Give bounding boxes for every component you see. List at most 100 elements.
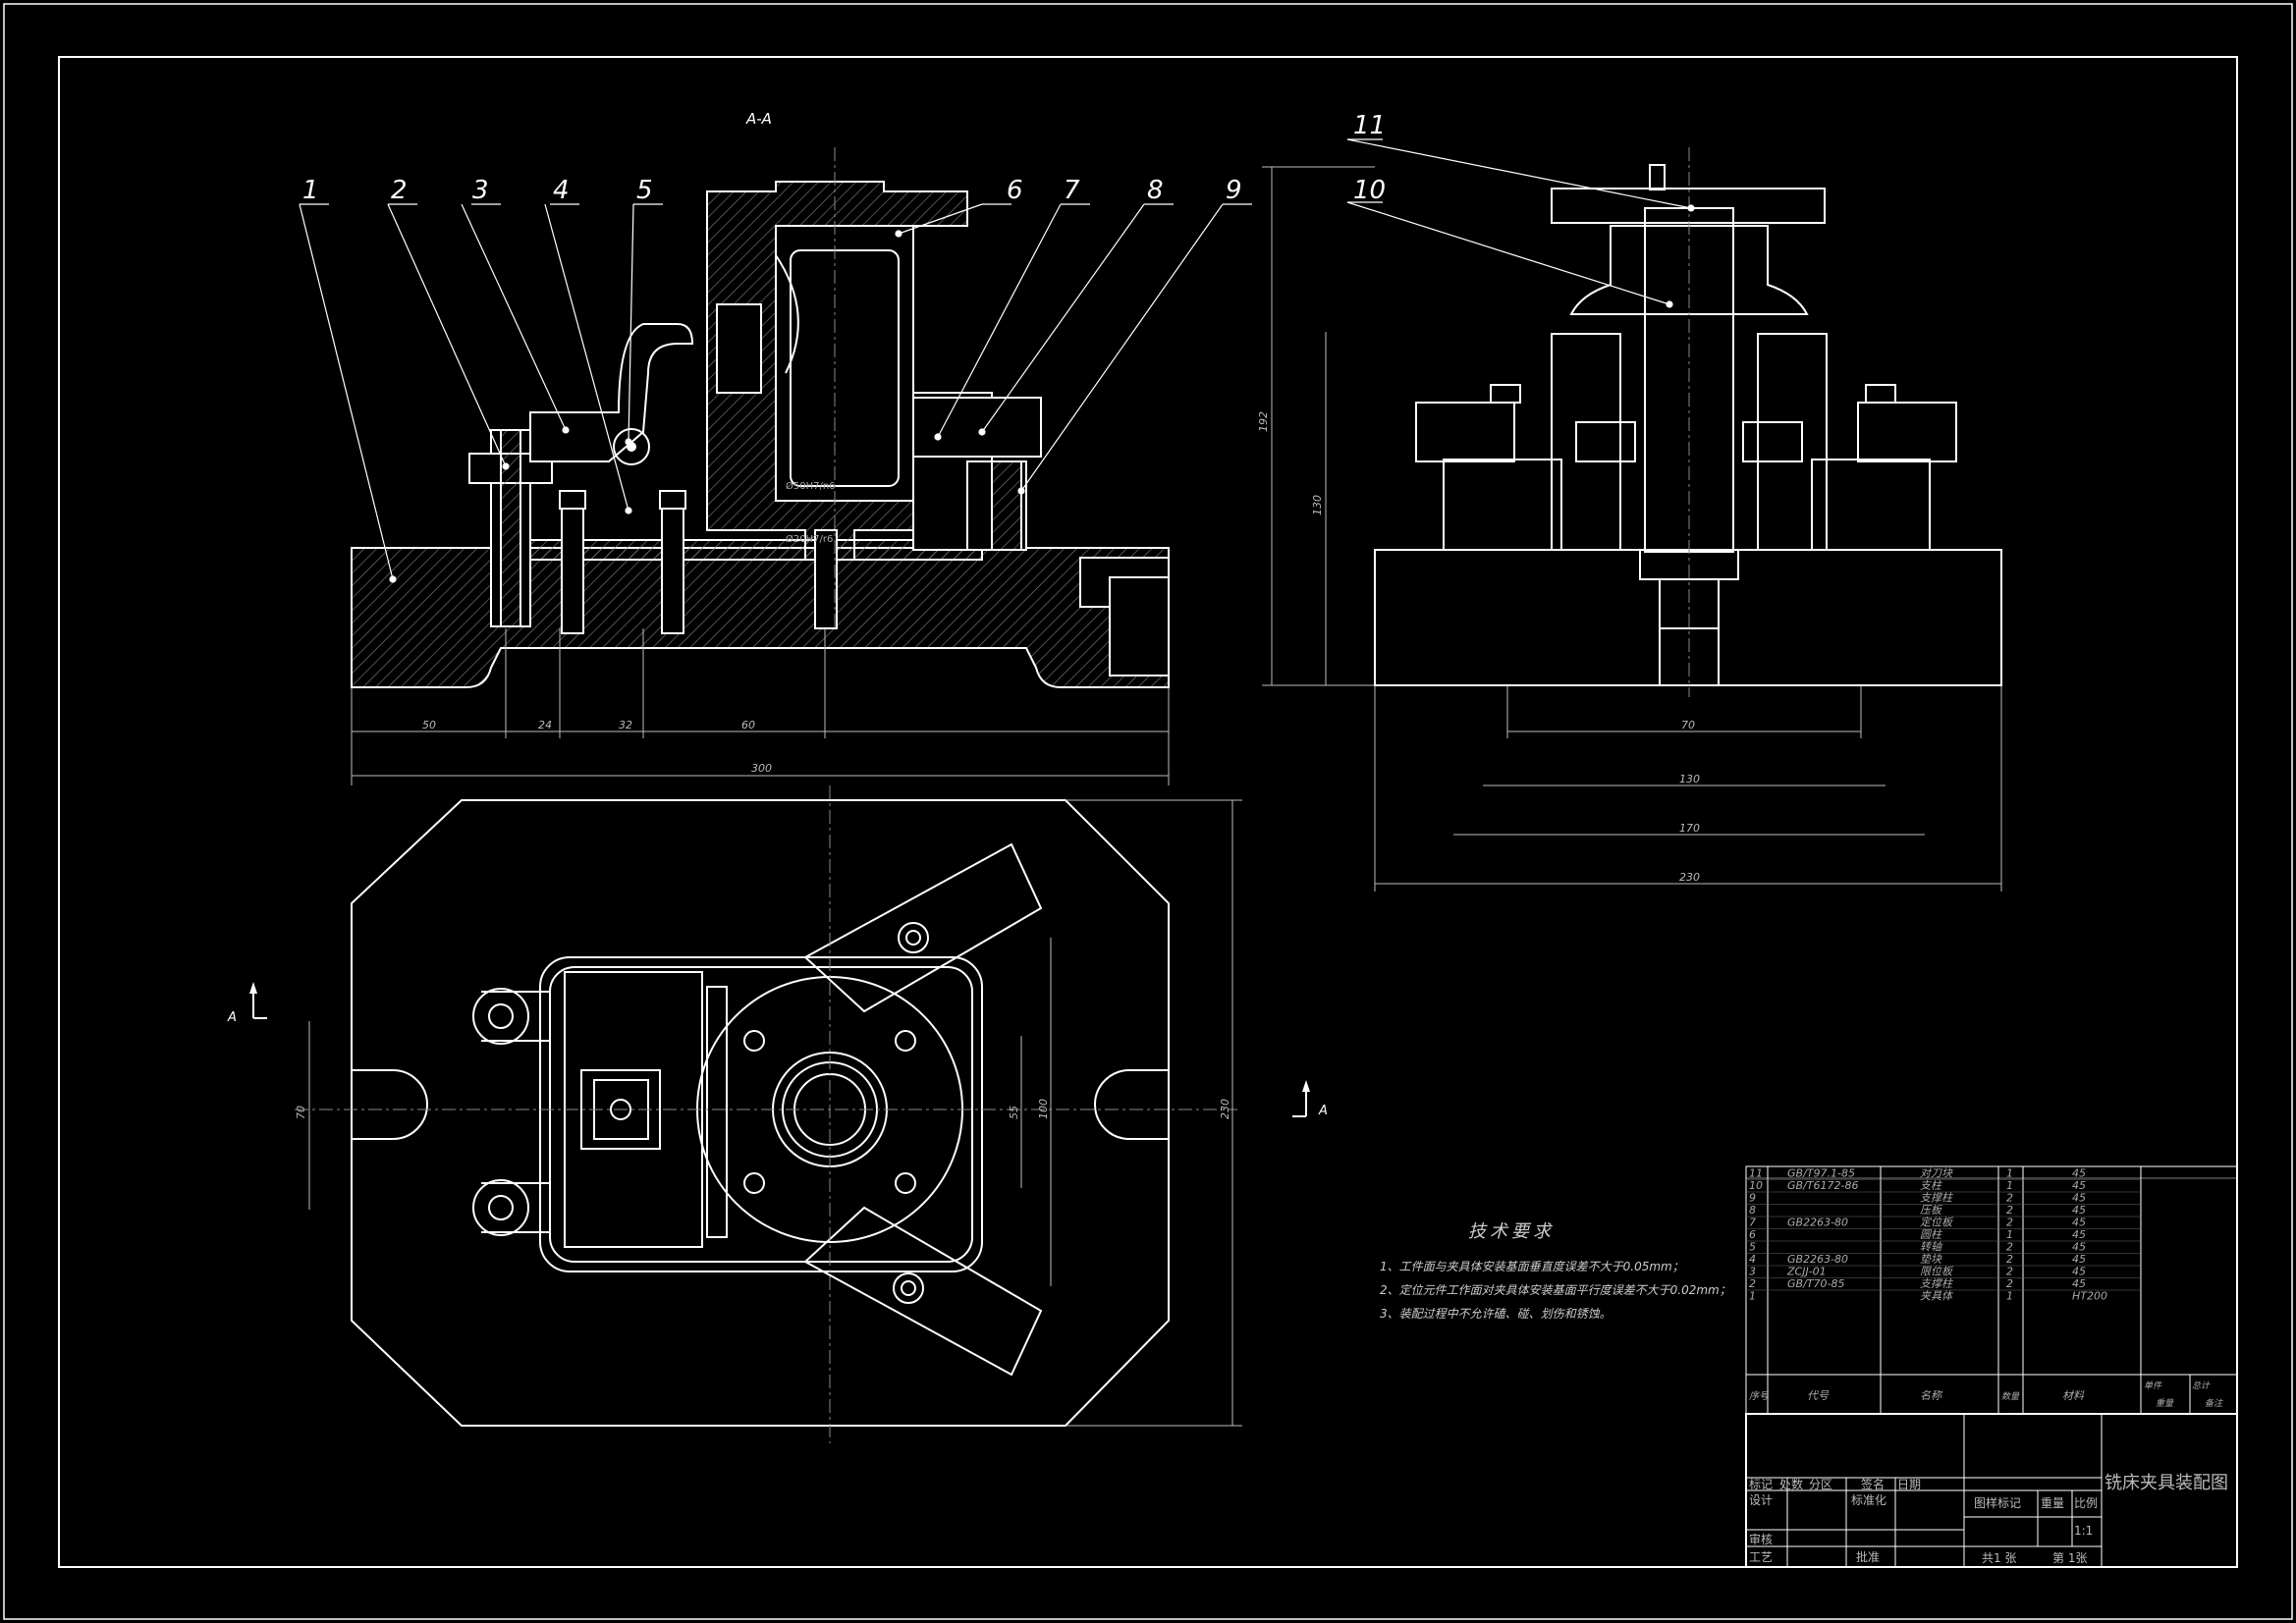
svg-text:设计: 设计 <box>1749 1493 1773 1507</box>
svg-text:170: 170 <box>1679 822 1700 835</box>
svg-text:55: 55 <box>1008 1106 1020 1119</box>
bom-cell-no: 10 <box>1749 1179 1763 1192</box>
svg-text:230: 230 <box>1219 1099 1231 1119</box>
bom-cell-name: 定位板 <box>1920 1217 1954 1229</box>
bom-cell-mat: 45 <box>2072 1192 2086 1205</box>
section-markers: A A <box>227 982 1328 1118</box>
balloon-6: 6 <box>1007 176 1023 205</box>
bom-cell-name: 支撑柱 <box>1920 1192 1954 1205</box>
svg-text:图样标记: 图样标记 <box>1974 1495 2021 1510</box>
svg-text:审核: 审核 <box>1749 1532 1773 1546</box>
bom-cell-name: 夹具体 <box>1920 1290 1954 1303</box>
svg-text:1:1: 1:1 <box>2074 1524 2093 1538</box>
bom-cell-mat: 45 <box>2072 1253 2086 1266</box>
svg-text:重量: 重量 <box>2156 1398 2174 1409</box>
bom-cell-name: 压板 <box>1920 1204 1943 1217</box>
svg-text:名称: 名称 <box>1920 1389 1943 1402</box>
tech-req-line-1: 1、工件面与夹具体安装基面垂直度误差不大于0.05mm； <box>1380 1260 1684 1273</box>
svg-text:处数: 处数 <box>1779 1477 1803 1491</box>
section-mark-right: A <box>1318 1104 1328 1118</box>
bom-cell-no: 9 <box>1749 1192 1756 1205</box>
bom-cell-no: 11 <box>1749 1167 1763 1180</box>
bom-cell-name: 对刀块 <box>1920 1167 1953 1180</box>
svg-text:230: 230 <box>1679 871 1700 884</box>
balloon-1: 1 <box>302 176 319 205</box>
svg-text:重量: 重量 <box>2041 1496 2064 1510</box>
section-label: A-A <box>745 110 772 128</box>
svg-text:数量: 数量 <box>2001 1391 2020 1402</box>
svg-text:300: 300 <box>751 762 772 775</box>
bom-cell-mat: 45 <box>2072 1167 2086 1180</box>
svg-text:单件: 单件 <box>2144 1380 2162 1391</box>
bom-cell-qty: 2 <box>2006 1277 2013 1290</box>
svg-text:130: 130 <box>1679 773 1700 785</box>
technical-requirements: 技术要求 1、工件面与夹具体安装基面垂直度误差不大于0.05mm； 2、定位元件… <box>1380 1221 1731 1321</box>
svg-text:70: 70 <box>1681 719 1695 731</box>
bom-cell-code: GB/T70-85 <box>1787 1277 1844 1290</box>
bom-cell-qty: 2 <box>2006 1217 2013 1229</box>
svg-text:第 1张: 第 1张 <box>2052 1551 2087 1565</box>
svg-text:序号: 序号 <box>1749 1390 1770 1402</box>
balloon-leaders-front <box>299 203 1252 583</box>
bom-cell-name: 圆柱 <box>1920 1228 1943 1241</box>
section-mark-left: A <box>227 1010 237 1025</box>
balloon-9: 9 <box>1226 176 1242 205</box>
svg-text:备注: 备注 <box>2205 1398 2223 1409</box>
balloon-3: 3 <box>472 176 489 205</box>
plan-view <box>295 785 1237 1443</box>
bom-cell-no: 1 <box>1749 1290 1756 1303</box>
bom-cell-code: GB/T6172-86 <box>1787 1179 1858 1192</box>
balloon-4: 4 <box>553 176 570 205</box>
bom-cell-qty: 1 <box>2006 1290 2013 1303</box>
svg-text:50: 50 <box>422 719 436 731</box>
bom-cell-qty: 1 <box>2006 1228 2013 1241</box>
bom-cell-code: ZCJJ-01 <box>1786 1266 1827 1278</box>
bom-cell-name: 支柱 <box>1920 1179 1943 1192</box>
bom-cell-qty: 2 <box>2006 1253 2013 1266</box>
title-block <box>1745 1413 2238 1568</box>
svg-text:32: 32 <box>619 719 632 731</box>
bom-cell-no: 2 <box>1749 1277 1756 1290</box>
svg-text:24: 24 <box>538 719 552 731</box>
fixture-base <box>351 547 1170 688</box>
svg-text:签名: 签名 <box>1861 1477 1885 1491</box>
side-dimensions: 70 130 170 230 <box>1374 685 2002 892</box>
bom-cell-qty: 2 <box>2006 1204 2013 1217</box>
bom-cell-mat: 45 <box>2072 1217 2086 1229</box>
bom-cell-name: 支撑柱 <box>1920 1277 1954 1290</box>
balloon-7: 7 <box>1064 176 1080 205</box>
bom-cell-code: GB/T97.1-85 <box>1787 1167 1855 1180</box>
svg-text:代号: 代号 <box>1807 1389 1830 1402</box>
svg-text:100: 100 <box>1037 1099 1050 1119</box>
balloon-10: 10 <box>1353 176 1386 205</box>
bom-cell-mat: 45 <box>2072 1228 2086 1241</box>
balloon-leaders-side <box>1346 138 1695 308</box>
svg-text:标记: 标记 <box>1749 1478 1773 1491</box>
bom-cell-qty: 2 <box>2006 1266 2013 1278</box>
svg-text:比例: 比例 <box>2074 1496 2098 1510</box>
balloon-11: 11 <box>1353 111 1386 140</box>
bom-cell-qty: 1 <box>2006 1179 2013 1192</box>
svg-text:材料: 材料 <box>2062 1389 2085 1402</box>
balloon-numbers: 1 2 3 4 5 6 7 8 9 10 11 <box>302 111 1386 205</box>
svg-text:共1 张: 共1 张 <box>1982 1551 2016 1565</box>
bom-cell-name: 限位板 <box>1920 1266 1954 1278</box>
bom-cell-code: GB2263-80 <box>1787 1253 1848 1266</box>
bom-cell-no: 3 <box>1749 1266 1756 1278</box>
drawing-title: 铣床夹具装配图 <box>2105 1473 2228 1493</box>
bom-cell-mat: 45 <box>2072 1277 2086 1290</box>
bom-cell-qty: 1 <box>2006 1167 2013 1180</box>
svg-text:Ø20H7/r6: Ø20H7/r6 <box>786 533 833 545</box>
bom-cell-no: 6 <box>1749 1228 1756 1241</box>
balloon-2: 2 <box>391 176 408 205</box>
bom-cell-no: 7 <box>1749 1217 1756 1229</box>
svg-text:日期: 日期 <box>1897 1478 1921 1491</box>
svg-text:70: 70 <box>295 1106 307 1119</box>
bom-cell-name: 垫块 <box>1920 1253 1942 1266</box>
svg-text:192: 192 <box>1257 411 1270 432</box>
svg-text:总计: 总计 <box>2192 1380 2211 1391</box>
svg-text:工艺: 工艺 <box>1749 1550 1773 1564</box>
bom-cell-no: 4 <box>1749 1253 1756 1266</box>
